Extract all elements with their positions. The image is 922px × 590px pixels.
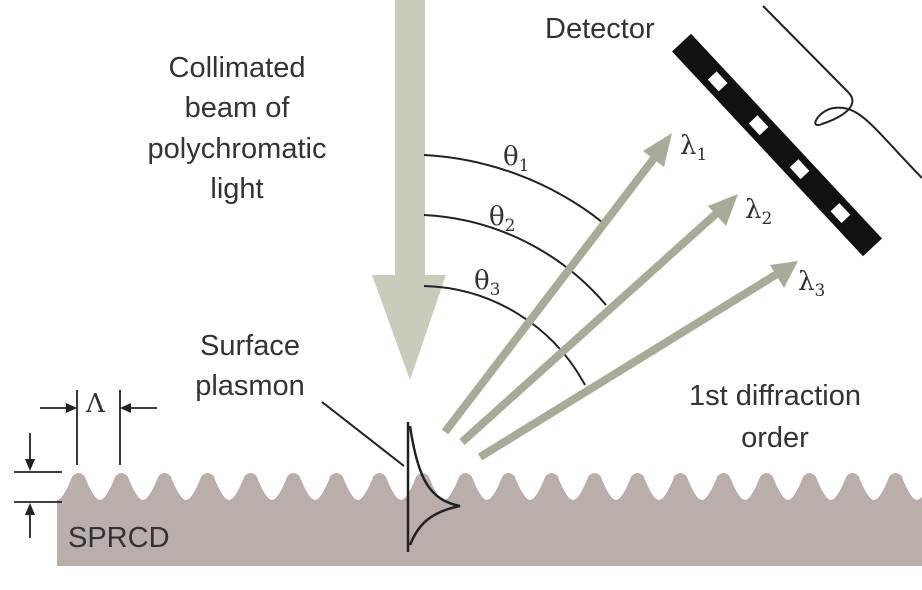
- beam-label-line: beam of: [185, 92, 291, 124]
- surface-plasmon-label-line: Surface: [200, 330, 300, 362]
- beam-label-line: light: [210, 173, 263, 205]
- theta3-label: θ3: [474, 266, 500, 300]
- diffraction-label-line: order: [741, 422, 809, 454]
- beam-label: Collimated beam of polychromatic light: [148, 52, 327, 205]
- lambda3-label: λ3: [798, 267, 825, 301]
- incident-beam-arrow: [372, 0, 446, 380]
- theta2-label: θ2: [489, 202, 515, 236]
- theta2-arc: [423, 214, 607, 306]
- theta3-arc: [423, 285, 586, 386]
- detector-signal-curve: [762, 5, 922, 179]
- detector-label: Detector: [545, 13, 655, 45]
- detector: [672, 33, 882, 257]
- surface-plasmon-label-line: plasmon: [195, 370, 305, 402]
- theta1-label: θ1: [503, 142, 529, 176]
- period-label: Λ: [85, 389, 106, 419]
- surface-plasmon-field: [406, 422, 461, 552]
- diffraction-order-label: 1st diffraction order: [689, 380, 861, 454]
- diffracted-arrow-1: [441, 133, 672, 435]
- lambda2-label: λ2: [745, 195, 772, 229]
- lambda1-label: λ1: [680, 131, 707, 165]
- sprcd-label: SPRCD: [68, 522, 170, 554]
- plasmon-leader-line: [321, 401, 405, 467]
- sprcd-substrate: [57, 473, 922, 566]
- beam-label-line: polychromatic: [148, 133, 327, 165]
- beam-label-line: Collimated: [169, 52, 306, 84]
- theta1-arc: [423, 154, 603, 223]
- period-marker: [40, 390, 157, 465]
- diffracted-arrow-3: [477, 261, 798, 461]
- diffraction-label-line: 1st diffraction: [689, 380, 861, 412]
- surface-plasmon-label: Surface plasmon: [195, 330, 305, 402]
- diffracted-arrow-2: [459, 194, 738, 445]
- depth-marker: [14, 433, 62, 538]
